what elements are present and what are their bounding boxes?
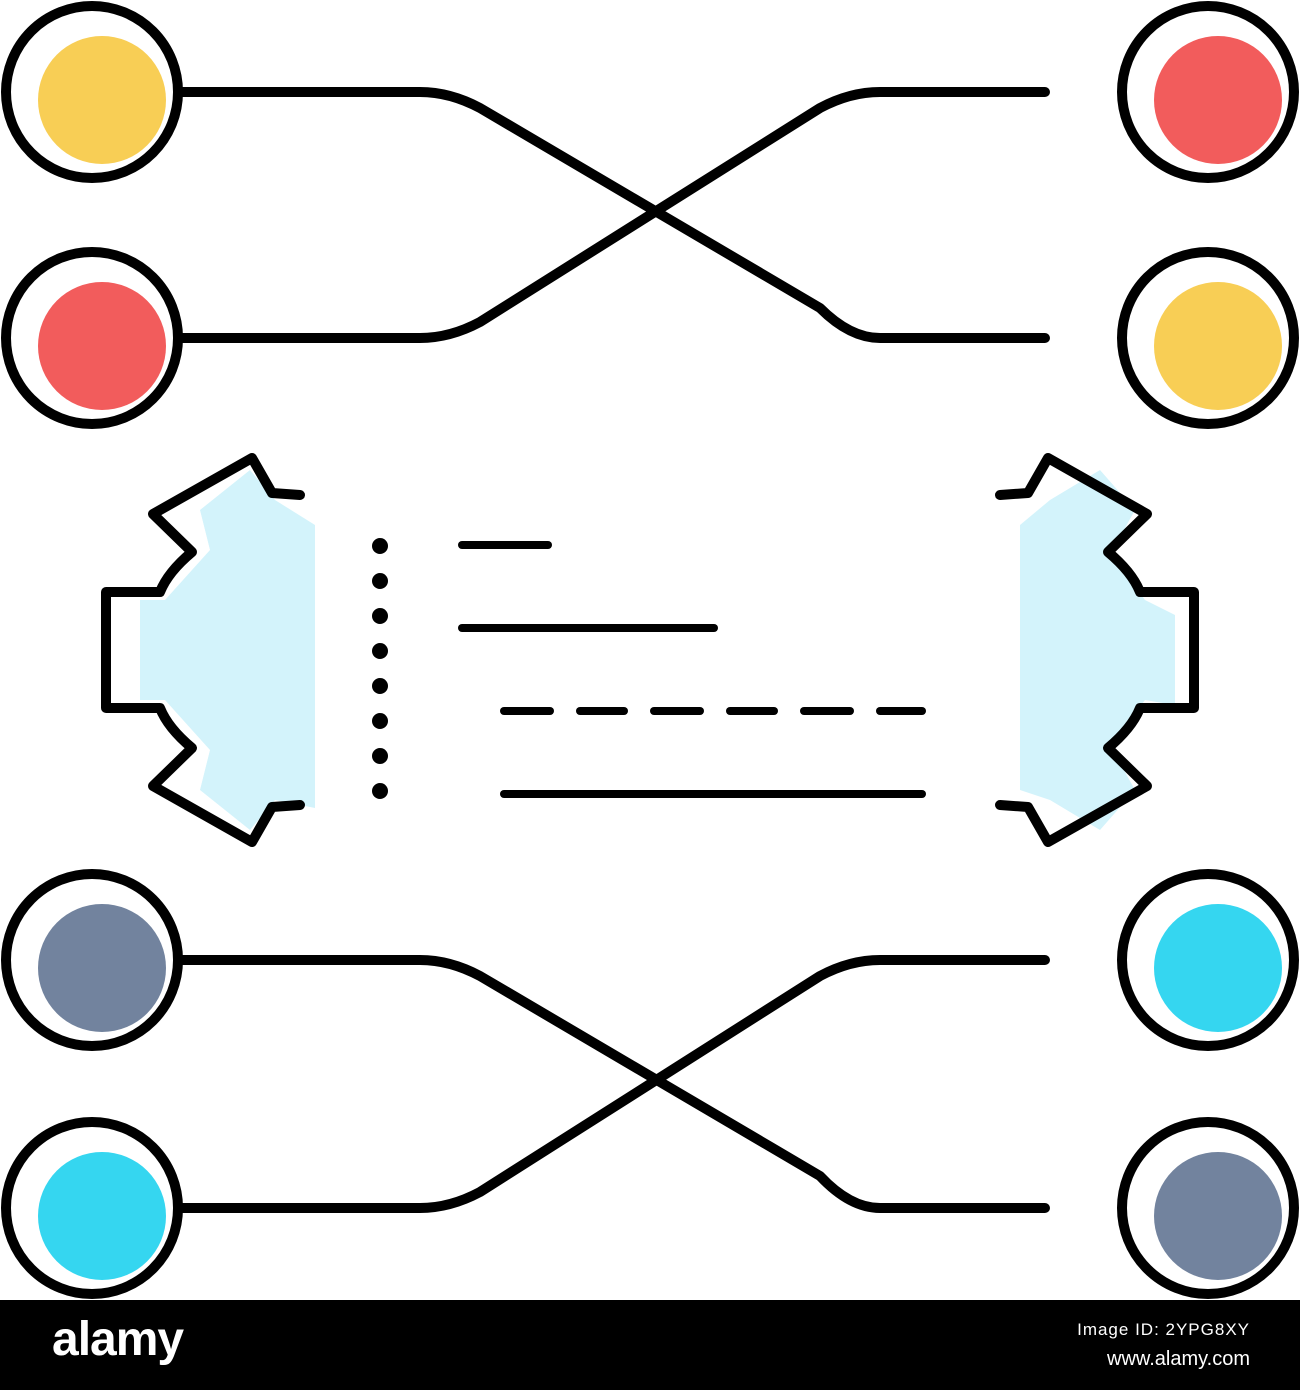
separator-dot [372, 678, 388, 694]
right-gear-half-icon [995, 453, 1199, 847]
node-color-fill [1154, 282, 1282, 410]
node-outline [1117, 1, 1299, 183]
connector-line-bottom-b [175, 955, 1050, 1213]
left-node-2-red [1, 247, 183, 429]
node-color-fill [38, 282, 166, 410]
dotted-separator [372, 538, 388, 799]
right-node-3-cyan [1117, 869, 1299, 1051]
left-gear-half-icon [101, 453, 315, 847]
right-node-4-slate [1117, 1117, 1299, 1299]
site-url: www.alamy.com [1107, 1348, 1250, 1370]
separator-dot [372, 748, 388, 764]
node-outline [1, 1, 183, 183]
separator-dot [372, 783, 388, 799]
left-node-4-cyan [1, 1117, 183, 1299]
separator-dot [372, 538, 388, 554]
node-outline [1117, 869, 1299, 1051]
node-color-fill [1154, 36, 1282, 164]
separator-dot [372, 643, 388, 659]
footer-bar: alamy Image ID: 2YPG8XY www.alamy.com [0, 1300, 1300, 1390]
node-color-fill [38, 1152, 166, 1280]
right-gear-outline [995, 453, 1199, 847]
left-node-1-yellow [1, 1, 183, 183]
node-color-fill [38, 904, 166, 1032]
illustration [0, 0, 1300, 1300]
left-node-3-slate [1, 869, 183, 1051]
image-id-label: Image ID: 2YPG8XY [1077, 1320, 1250, 1339]
left-gear-fill [140, 470, 315, 830]
right-gear-fill [1020, 470, 1175, 830]
node-outline [1, 1117, 183, 1299]
node-outline [1117, 1117, 1299, 1299]
node-outline [1117, 247, 1299, 429]
node-color-fill [1154, 1152, 1282, 1280]
connector-line-top-b [175, 87, 1050, 343]
node-outline [1, 247, 183, 429]
separator-dot [372, 573, 388, 589]
connector-line-bottom-a [175, 955, 1050, 1213]
data-swap-icon-illustration [1, 1, 1299, 1299]
brand-logo: alamy [52, 1313, 184, 1366]
left-gear-outline [101, 453, 305, 847]
right-node-2-yellow [1117, 247, 1299, 429]
node-color-fill [38, 36, 166, 164]
node-color-fill [1154, 904, 1282, 1032]
separator-dot [372, 608, 388, 624]
connector-line-top-a [175, 87, 1050, 343]
right-node-1-red [1117, 1, 1299, 183]
separator-dot [372, 713, 388, 729]
node-outline [1, 869, 183, 1051]
